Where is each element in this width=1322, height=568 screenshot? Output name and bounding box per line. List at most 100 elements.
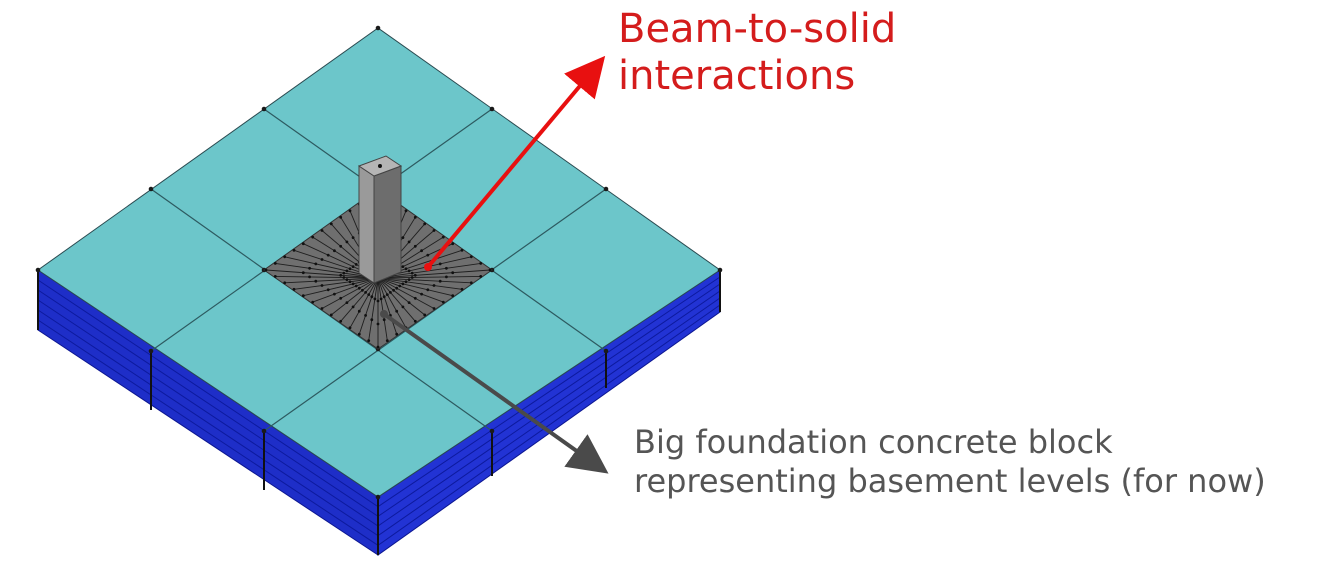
interaction-node <box>376 299 380 303</box>
interaction-node <box>432 229 436 232</box>
interaction-node <box>438 262 442 266</box>
interaction-node <box>345 240 349 244</box>
foundation-label-line-2: representing basement levels (for now) <box>634 462 1266 501</box>
interaction-node <box>407 301 411 304</box>
interaction-node <box>342 276 346 279</box>
interaction-spoke <box>377 277 435 309</box>
interaction-node <box>348 209 352 213</box>
interaction-node <box>364 291 367 294</box>
foundation-arrow-origin <box>380 310 388 318</box>
beam-to-solid-arrow <box>426 55 606 269</box>
interaction-node <box>420 292 423 296</box>
interaction-node <box>410 271 414 275</box>
interaction-node <box>460 248 464 252</box>
interaction-spoke <box>377 277 416 322</box>
interaction-node <box>407 278 411 281</box>
slab-sides <box>37 269 721 556</box>
interaction-spoke <box>321 277 379 309</box>
interaction-node <box>314 279 318 283</box>
interaction-node <box>398 284 402 288</box>
interaction-node <box>432 284 436 287</box>
column <box>357 155 403 284</box>
interaction-node <box>339 319 343 323</box>
interaction-node <box>292 287 296 291</box>
interaction-node <box>364 314 367 317</box>
beam-to-solid-label: Beam-to-solid interactions <box>618 6 896 100</box>
interaction-node <box>376 345 380 349</box>
beam-to-solid-label-line-2: interactions <box>618 53 856 100</box>
interaction-node <box>413 296 417 300</box>
interaction-node <box>382 318 386 322</box>
interaction-node <box>451 271 455 275</box>
interaction-spoke <box>377 277 407 329</box>
interaction-node <box>404 209 408 213</box>
interaction-node <box>413 215 417 219</box>
interaction-node <box>373 297 377 301</box>
interaction-spoke <box>312 277 379 303</box>
interaction-node <box>401 282 405 286</box>
interaction-node <box>395 309 399 313</box>
slab-node <box>261 106 267 112</box>
interaction-spoke <box>275 275 379 279</box>
slab-node <box>603 348 609 354</box>
interaction-node <box>320 229 324 232</box>
column-right-face <box>373 165 402 284</box>
interaction-node <box>351 236 355 240</box>
interaction-node <box>354 284 358 288</box>
interaction-spoke <box>303 277 379 297</box>
interaction-node <box>441 235 445 239</box>
interaction-node <box>357 286 361 290</box>
interaction-spoke <box>377 277 398 335</box>
interaction-node <box>283 281 287 285</box>
interaction-node <box>311 235 315 239</box>
slab-node <box>489 106 495 112</box>
interaction-node <box>345 301 349 304</box>
interaction-node <box>345 269 349 273</box>
interaction-node <box>351 305 355 309</box>
interaction-node <box>301 242 305 246</box>
interaction-node <box>385 293 389 296</box>
interaction-node <box>329 222 333 226</box>
interaction-node <box>370 295 374 299</box>
interaction-spoke <box>377 277 425 316</box>
interaction-node <box>401 265 405 268</box>
interaction-node <box>385 339 389 342</box>
interaction-node <box>445 275 448 279</box>
interaction-node <box>407 269 411 273</box>
interaction-node <box>423 222 427 226</box>
interaction-spoke <box>340 277 379 322</box>
interaction-node <box>441 300 445 304</box>
interaction-node <box>389 291 392 294</box>
interaction-node <box>410 276 414 279</box>
interaction-node <box>264 268 268 272</box>
slab-node <box>148 348 154 354</box>
interaction-node <box>351 265 355 268</box>
interaction-node <box>326 253 330 257</box>
foundation-arrow <box>382 312 609 474</box>
interaction-node <box>342 271 346 275</box>
interaction-node <box>351 282 355 286</box>
interaction-node <box>339 296 343 300</box>
foundation-label-line-1: Big foundation concrete block <box>634 423 1113 461</box>
interaction-node <box>357 332 361 336</box>
interaction-node <box>413 319 417 323</box>
interaction-node <box>382 295 386 299</box>
interaction-node <box>451 242 455 246</box>
interaction-node <box>401 305 405 309</box>
beam-to-solid-label-line-1: Beam-to-solid <box>618 6 897 52</box>
interaction-node <box>301 271 305 275</box>
interaction-node <box>273 262 277 265</box>
interaction-node <box>469 281 473 285</box>
interaction-node <box>320 307 324 310</box>
interaction-spoke <box>377 269 491 279</box>
interaction-spoke <box>331 277 379 316</box>
interaction-node <box>345 278 349 281</box>
interaction-node <box>426 253 430 257</box>
interaction-node <box>354 263 358 266</box>
interaction-node <box>326 288 330 292</box>
slab-node <box>148 186 154 192</box>
interaction-spoke <box>368 277 379 341</box>
interaction-node <box>273 275 277 278</box>
interaction-node <box>379 297 383 301</box>
interaction-node <box>479 262 483 265</box>
